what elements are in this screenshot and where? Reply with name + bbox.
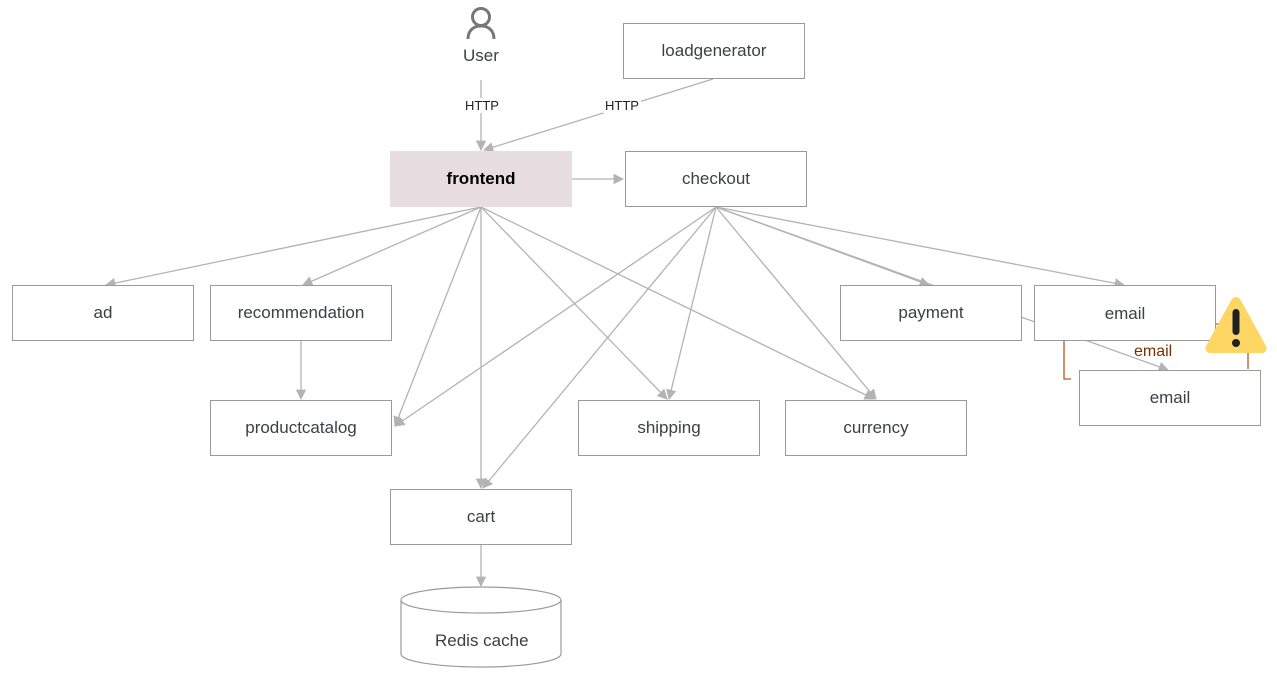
edge-checkout-email xyxy=(715,206,1126,289)
edge-checkout-productcatalog xyxy=(394,206,717,427)
user-label: User xyxy=(463,46,499,65)
edge-frontend-recommendation xyxy=(302,206,482,287)
node-cart[interactable]: cart xyxy=(390,489,572,545)
edge-checkout-shipping xyxy=(666,206,717,401)
node-frontend[interactable]: frontend xyxy=(390,151,572,207)
edge-checkout-currency xyxy=(715,206,877,400)
node-shipping[interactable]: shipping xyxy=(578,400,760,456)
redis-cache-label: Redis cache xyxy=(435,631,529,650)
warning-label: email xyxy=(1134,343,1173,360)
warning-label-background xyxy=(1066,326,1216,340)
edge-frontend-ad xyxy=(104,206,482,289)
node-loadgenerator[interactable]: loadgenerator xyxy=(623,23,805,79)
edge-frontend-productcatalog xyxy=(393,206,482,427)
node-checkout[interactable]: checkout xyxy=(625,151,807,207)
edge-checkout-cart xyxy=(482,206,717,489)
edge-label-loadgenerator-http: HTTP xyxy=(603,98,641,113)
warning-icon xyxy=(1205,297,1267,353)
node-email-duplicate[interactable]: email xyxy=(1079,370,1261,426)
edge-frontend-shipping xyxy=(480,206,668,400)
node-productcatalog[interactable]: productcatalog xyxy=(210,400,392,456)
edge-frontend-currency xyxy=(480,206,875,400)
node-ad[interactable]: ad xyxy=(12,285,194,341)
node-currency[interactable]: currency xyxy=(785,400,967,456)
edge-label-user-http: HTTP xyxy=(463,98,501,113)
person-icon xyxy=(466,7,496,40)
edge-loadgenerator-frontend xyxy=(483,78,714,153)
node-email[interactable]: email xyxy=(1034,285,1216,341)
node-payment[interactable]: payment xyxy=(840,285,1022,341)
redis-cache-cylinder xyxy=(400,586,562,668)
node-recommendation[interactable]: recommendation xyxy=(210,285,392,341)
